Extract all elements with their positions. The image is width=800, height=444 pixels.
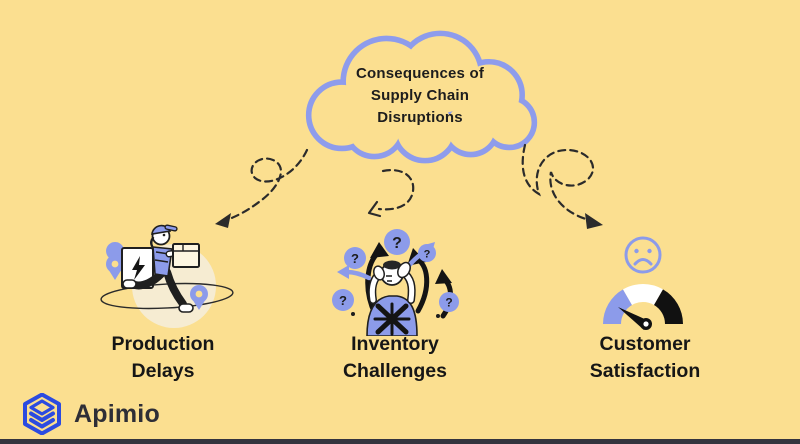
delivery-person-illustration [100, 224, 234, 328]
label-line: Customer [599, 333, 691, 355]
svg-text:?: ? [424, 249, 431, 261]
confused-person-illustration: ? ? ? ? ? [332, 229, 459, 336]
svg-text:?: ? [445, 296, 452, 310]
map-pin-icon [106, 242, 125, 280]
dashed-loop-arrow-left-icon [215, 148, 309, 228]
cloud-title: Consequences of Supply Chain Disruptions [295, 63, 545, 129]
label-line: Challenges [342, 360, 448, 382]
svg-text:?: ? [351, 251, 359, 266]
gauge-needle [618, 307, 652, 330]
map-pin-icon [190, 285, 208, 310]
cloud-title-line1: Consequences of [355, 65, 485, 82]
cloud-shape [305, 30, 538, 164]
cloud-title-line2: Supply Chain [370, 87, 470, 104]
label-line: Delays [131, 360, 195, 382]
label-inventory-challenges: Inventory Challenges [285, 331, 505, 385]
label-line: Satisfaction [589, 360, 701, 382]
question-mark-bubbles: ? ? ? ? ? [332, 229, 459, 318]
svg-text:?: ? [339, 293, 347, 308]
label-customer-satisfaction: Customer Satisfaction [535, 331, 755, 385]
label-line: Production [111, 333, 215, 355]
gauge-arc [603, 284, 683, 324]
satisfaction-gauge-illustration [603, 236, 683, 330]
apimio-hexagon-stack-icon [23, 393, 61, 435]
apimio-logo-text: Apimio [74, 399, 160, 428]
cloud-title-line3: Disruptions [377, 109, 463, 126]
sad-face-icon [624, 236, 662, 274]
bottom-border-bar [0, 439, 800, 444]
apimio-logo: Apimio [22, 392, 222, 436]
label-line: Inventory [351, 333, 439, 355]
dashed-hook-arrow-middle-icon [367, 169, 415, 218]
dashed-loop-arrow-right-icon [521, 143, 603, 229]
svg-text:?: ? [392, 235, 402, 252]
label-production-delays: Production Delays [53, 331, 273, 385]
